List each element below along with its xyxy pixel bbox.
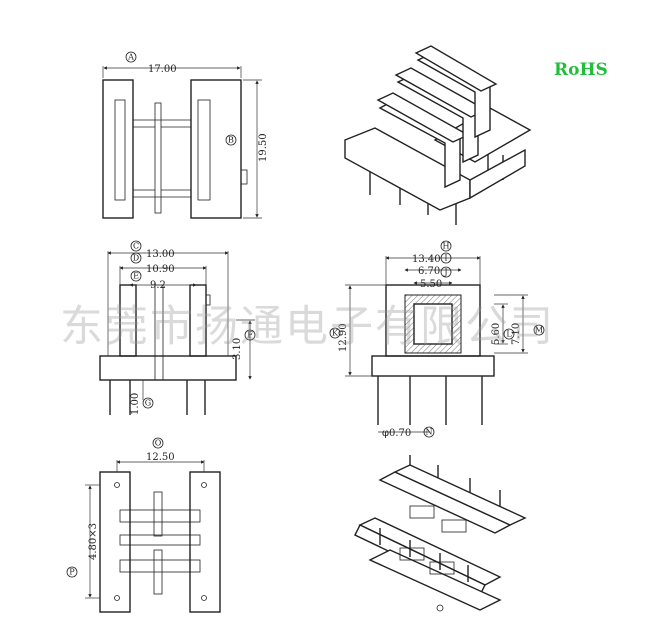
top-width-label: 17.00 [148, 64, 177, 75]
iso-view-top [344, 45, 532, 225]
pin-diameter-label: φ0.70 [382, 428, 411, 439]
svg-text:H: H [443, 242, 450, 251]
callout-i: I [440, 252, 452, 264]
callout-m: M [533, 324, 545, 336]
top-height-label: 19.50 [258, 133, 269, 162]
callout-f: F [244, 329, 256, 341]
svg-text:A: A [127, 53, 134, 62]
svg-text:L: L [506, 330, 512, 339]
svg-text:P: P [69, 568, 75, 577]
watermark: 东莞市扬通电子有限公司 [60, 302, 555, 352]
callout-d: D [130, 252, 142, 264]
side-h1-label: 12.90 [338, 323, 349, 352]
svg-text:B: B [228, 136, 234, 145]
callout-p: P [66, 566, 78, 578]
svg-text:E: E [133, 272, 139, 281]
svg-text:D: D [133, 254, 139, 263]
callout-g: G [142, 397, 154, 409]
front-w2-label: 10.90 [146, 264, 175, 275]
callout-a: A [125, 51, 137, 63]
callout-n: N [423, 426, 435, 438]
front-h-label: 3.10 [232, 338, 243, 360]
side-view: 13.40 6.70 5.50 12.90 5.60 7.10 φ0.70 [338, 254, 528, 439]
side-h2-label: 5.60 [491, 323, 502, 345]
side-w1-label: 13.40 [412, 254, 441, 265]
side-h3-label: 7.10 [511, 323, 522, 345]
svg-text:F: F [247, 331, 253, 340]
front-pin-label: 1.00 [130, 393, 141, 415]
svg-text:C: C [133, 242, 139, 251]
svg-text:N: N [426, 428, 433, 437]
callout-c: C [130, 240, 142, 252]
callout-h: H [440, 240, 452, 252]
top-view: 17.00 19.50 [102, 64, 269, 219]
side-w3-label: 5.50 [420, 279, 442, 290]
svg-text:G: G [145, 399, 151, 408]
front-w3-label: 9.2 [150, 280, 166, 291]
callout-e: E [130, 270, 142, 282]
rohs-badge: RoHS [554, 60, 608, 80]
front-w1-label: 13.00 [146, 249, 175, 260]
bottom-width-label: 12.50 [146, 452, 175, 463]
iso-view-bottom [354, 455, 527, 612]
svg-text:O: O [155, 439, 162, 448]
side-w2-label: 6.70 [418, 266, 440, 277]
svg-text:I: I [444, 254, 447, 263]
callout-j: J [440, 266, 452, 278]
callout-o: O [152, 437, 164, 449]
bottom-view: 12.50 4.80×3 [85, 452, 221, 613]
callout-b: B [225, 134, 237, 146]
svg-text:K: K [332, 329, 339, 338]
callout-l: L [503, 328, 515, 340]
svg-text:M: M [535, 326, 543, 335]
pin-pitch-label: 4.80×3 [88, 523, 99, 560]
front-view: 13.00 10.90 9.2 3.10 1.00 [99, 249, 255, 415]
callout-k: K [329, 327, 341, 339]
svg-text:J: J [443, 268, 447, 277]
